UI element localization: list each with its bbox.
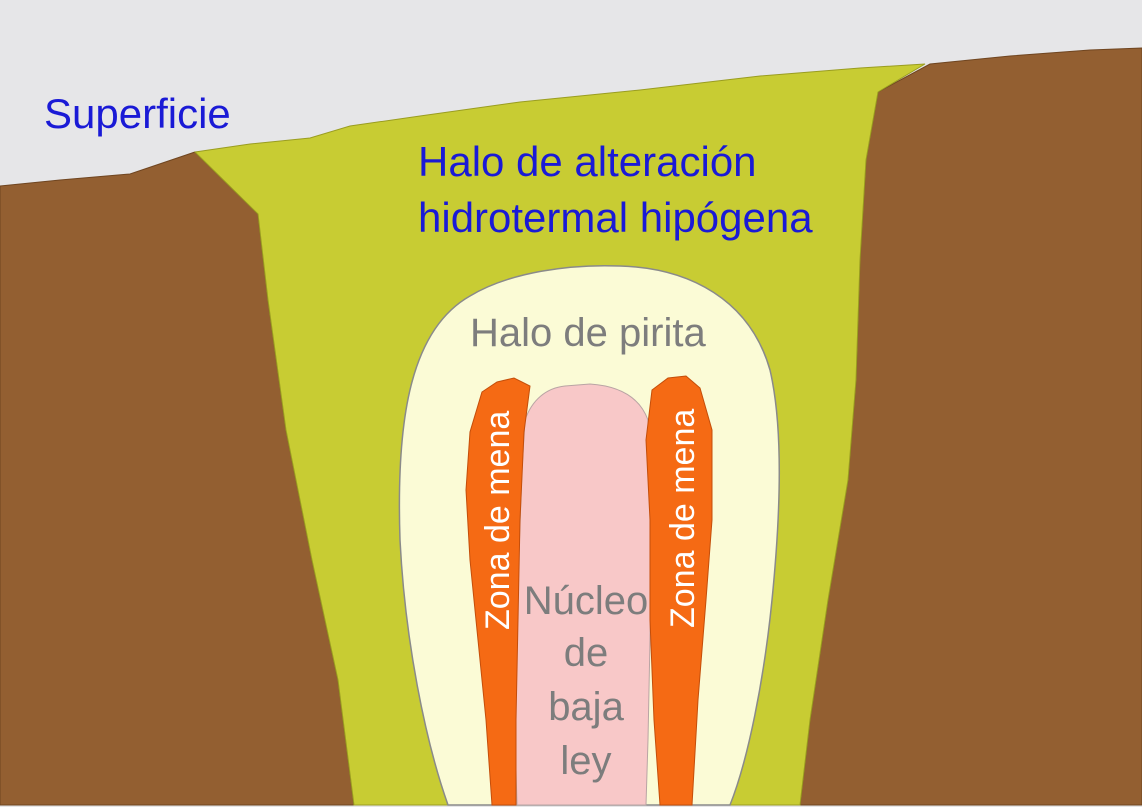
ore-zone-right <box>645 375 713 806</box>
core-label-line3: baja <box>548 685 624 729</box>
ore-zone-left-label: Zona de mena <box>479 411 517 630</box>
ore-zone-left <box>465 377 531 806</box>
core-label-line1: Núcleo <box>524 579 649 623</box>
core-label-line2: de <box>564 631 609 675</box>
alteration-halo-label-line1: Halo de alteración <box>418 138 757 185</box>
core-label-line4: ley <box>560 739 611 783</box>
alteration-halo-label-line2: hidrotermal hipógena <box>418 194 813 241</box>
pyrite-halo-label: Halo de pirita <box>470 311 706 355</box>
ore-zone-right-label: Zona de mena <box>664 409 702 628</box>
surface-label: Superficie <box>44 90 231 137</box>
